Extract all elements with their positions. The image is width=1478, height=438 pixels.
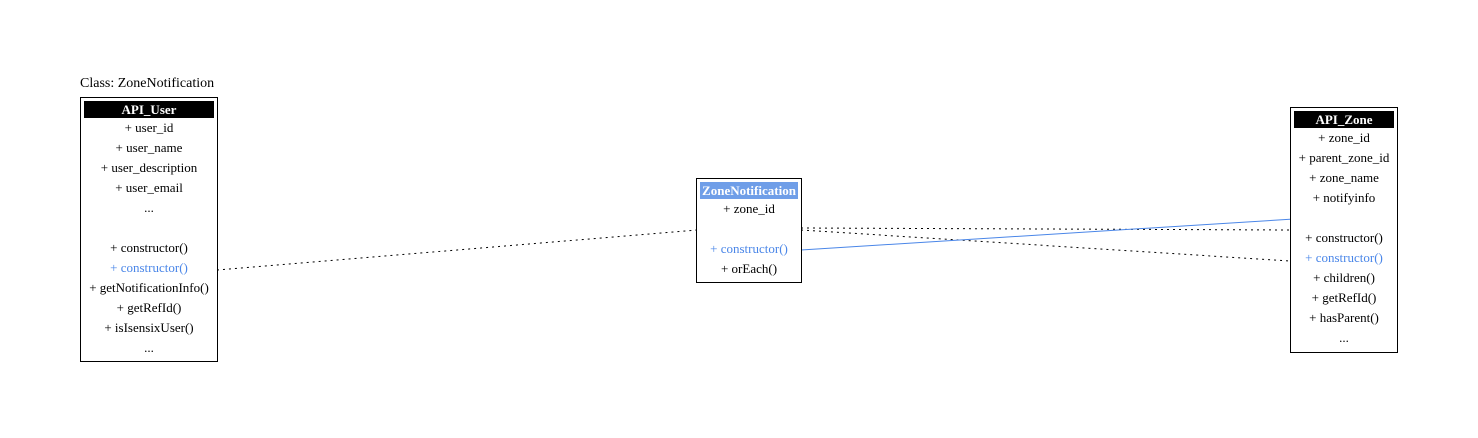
attribute-row: + zone_id [1318,130,1370,145]
method-row: + orEach() [720,261,778,276]
section-separator [84,218,214,238]
diagram-caption: Class: ZoneNotification [80,76,215,91]
method-row-highlighted: + constructor() [110,260,188,275]
link-zonenotification-to-zone-solid [800,218,1295,251]
attribute-row: + user_email [115,180,183,195]
class-zone-notification[interactable]: ZoneNotification + zone_id + constructor… [696,178,802,283]
link-user-to-zonenotification [216,229,698,271]
attribute-row: + parent_zone_id [1298,150,1390,165]
method-row: + constructor() [110,240,188,255]
method-row: + hasParent() [1309,310,1379,325]
method-row: + getRefId() [1311,290,1377,305]
attribute-row: + user_name [115,140,183,155]
class-title: ZoneNotification [700,182,798,199]
class-api-zone[interactable]: API_Zone + zone_id + parent_zone_id + zo… [1290,107,1398,353]
class-api-user[interactable]: API_User + user_id + user_name + user_de… [80,97,218,362]
method-ellipsis: ... [144,340,154,355]
attribute-row: + user_id [124,120,174,135]
attribute-row: + zone_name [1309,170,1379,185]
method-row: + children() [1313,270,1375,285]
method-row: + getNotificationInfo() [89,280,209,295]
attribute-row: + zone_id [723,201,775,216]
class-title: API_Zone [1294,111,1394,128]
attribute-row: + user_description [100,160,198,175]
link-zonenotification-to-zone-dotted-upper [800,227,1291,231]
method-row: + isIsensixUser() [104,320,194,335]
method-row: + getRefId() [116,300,182,315]
class-title: API_User [84,101,214,118]
attribute-ellipsis: ... [144,200,154,215]
method-row: + constructor() [1305,230,1383,245]
method-ellipsis: ... [1339,330,1349,345]
link-zonenotification-to-zone-dotted-lower [800,229,1291,262]
attribute-row: + notifyinfo [1312,190,1376,205]
section-separator [700,219,798,239]
method-row-highlighted: + constructor() [710,241,788,256]
method-row-highlighted: + constructor() [1305,250,1383,265]
section-separator [1294,208,1394,228]
